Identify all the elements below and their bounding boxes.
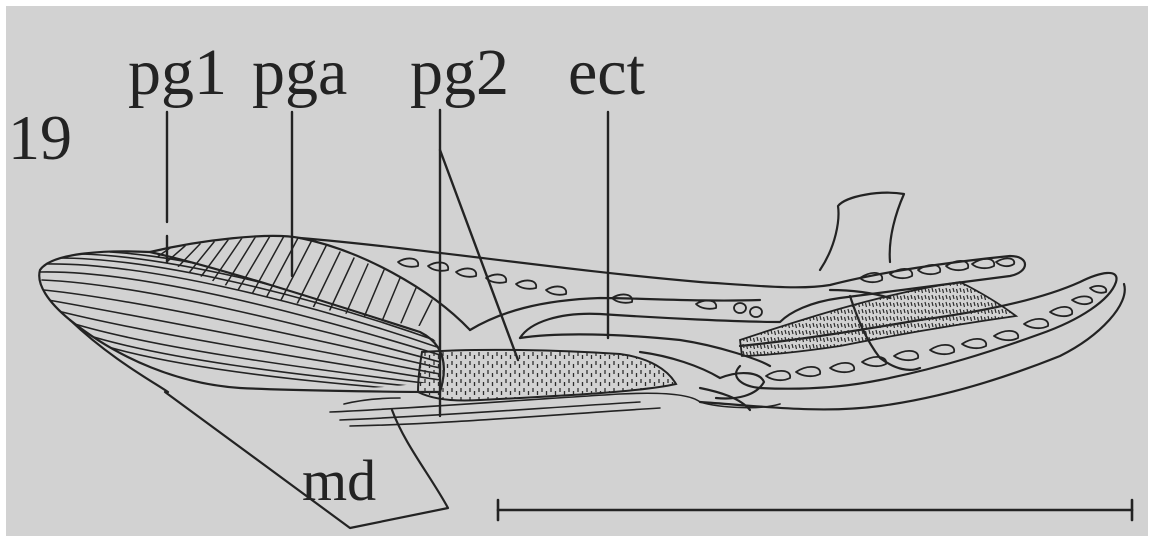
label-ect: ect: [568, 40, 645, 106]
label-pga: pga: [252, 40, 347, 106]
figure-number: 19: [8, 106, 72, 170]
label-pg1: pg1: [128, 40, 227, 106]
scale-bar: [498, 500, 1132, 520]
label-md: md: [302, 452, 376, 510]
label-pg2: pg2: [410, 40, 509, 106]
